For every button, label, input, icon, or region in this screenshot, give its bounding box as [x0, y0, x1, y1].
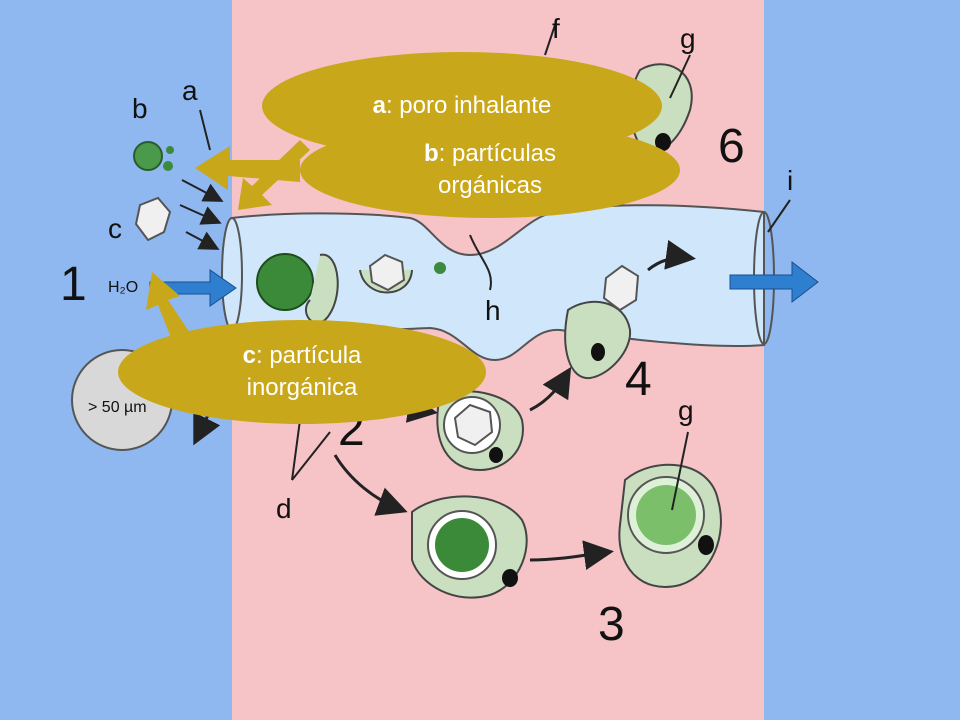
callout-c-key: c	[242, 342, 256, 369]
nucleus-2	[489, 447, 503, 463]
inhalant-canal	[231, 204, 765, 362]
callout-b-line1: : partículas	[438, 140, 557, 167]
callout-b-line2: orgánicas	[437, 172, 543, 199]
callout-c-line1: : partícula	[255, 342, 362, 369]
label-g-bottom: g	[678, 395, 694, 426]
size-label: > 50 µm	[88, 399, 147, 416]
organic-dot-outside	[166, 146, 174, 154]
digested-particle-3-right	[636, 485, 696, 545]
step-1: 1	[60, 258, 87, 311]
collar-cell-1	[305, 253, 339, 324]
callout-c-line2: inorgánica	[246, 374, 358, 401]
inorganic-particle-canal	[368, 253, 406, 292]
label-f: f	[552, 13, 560, 44]
step-6: 6	[718, 120, 745, 173]
callout-a-text: a: poro inhalante	[373, 90, 552, 122]
canal-entrance	[221, 217, 243, 331]
inorganic-particle-4	[602, 264, 640, 312]
callout-c: c: partícula inorgánica	[118, 320, 486, 424]
leader-a	[199, 109, 211, 151]
label-h: h	[485, 295, 501, 326]
organic-particle-outside	[133, 141, 163, 171]
flagella	[469, 234, 492, 291]
leader-i	[767, 199, 791, 233]
callout-a-desc: : poro inhalante	[385, 92, 552, 119]
pointer-c	[146, 272, 196, 350]
label-d: d	[276, 493, 292, 524]
inorganic-particle-outside	[134, 196, 172, 242]
label-c: c	[108, 213, 122, 244]
label-i: i	[787, 165, 793, 196]
nucleus-6	[655, 133, 671, 151]
leader-f	[544, 24, 556, 56]
callout-b-text: b: partículas orgánicas	[424, 138, 556, 202]
water-outflow-arrow	[729, 260, 819, 304]
callout-b-key: b	[423, 140, 439, 167]
pointer-b	[195, 146, 300, 190]
flow-arrow-3	[185, 231, 220, 250]
leader-d	[291, 419, 331, 481]
arrow-to-4	[529, 366, 572, 412]
label-b: b	[132, 93, 148, 124]
step-3: 3	[598, 598, 625, 651]
organic-dot-outside-2	[163, 161, 173, 171]
inorganic-particle-2	[453, 403, 494, 447]
nucleus-3-right	[698, 535, 714, 555]
nucleus-4	[591, 343, 605, 361]
leader-g-top	[669, 54, 691, 99]
nucleus-3-left	[502, 569, 518, 587]
flow-arrow-2	[179, 204, 222, 225]
arrow-to-3-left	[333, 454, 408, 516]
amoebocyte-4	[564, 300, 632, 380]
label-g-top: g	[680, 23, 696, 54]
callout-b: b: partículas orgánicas	[300, 122, 680, 218]
callout-c-text: c: partícula inorgánica	[243, 340, 362, 404]
label-a: a	[182, 75, 198, 106]
organic-particle-3-left	[435, 518, 489, 572]
step-4: 4	[625, 353, 652, 406]
arrow-exit-canal	[647, 239, 696, 272]
callout-a-key: a	[372, 92, 386, 119]
arrow-to-3	[529, 540, 614, 570]
organic-particle-canal	[256, 253, 314, 311]
small-organic-canal	[434, 262, 446, 274]
label-water: H₂O	[108, 279, 138, 296]
flow-arrow-1	[181, 179, 224, 202]
leader-g-bottom	[671, 431, 689, 511]
